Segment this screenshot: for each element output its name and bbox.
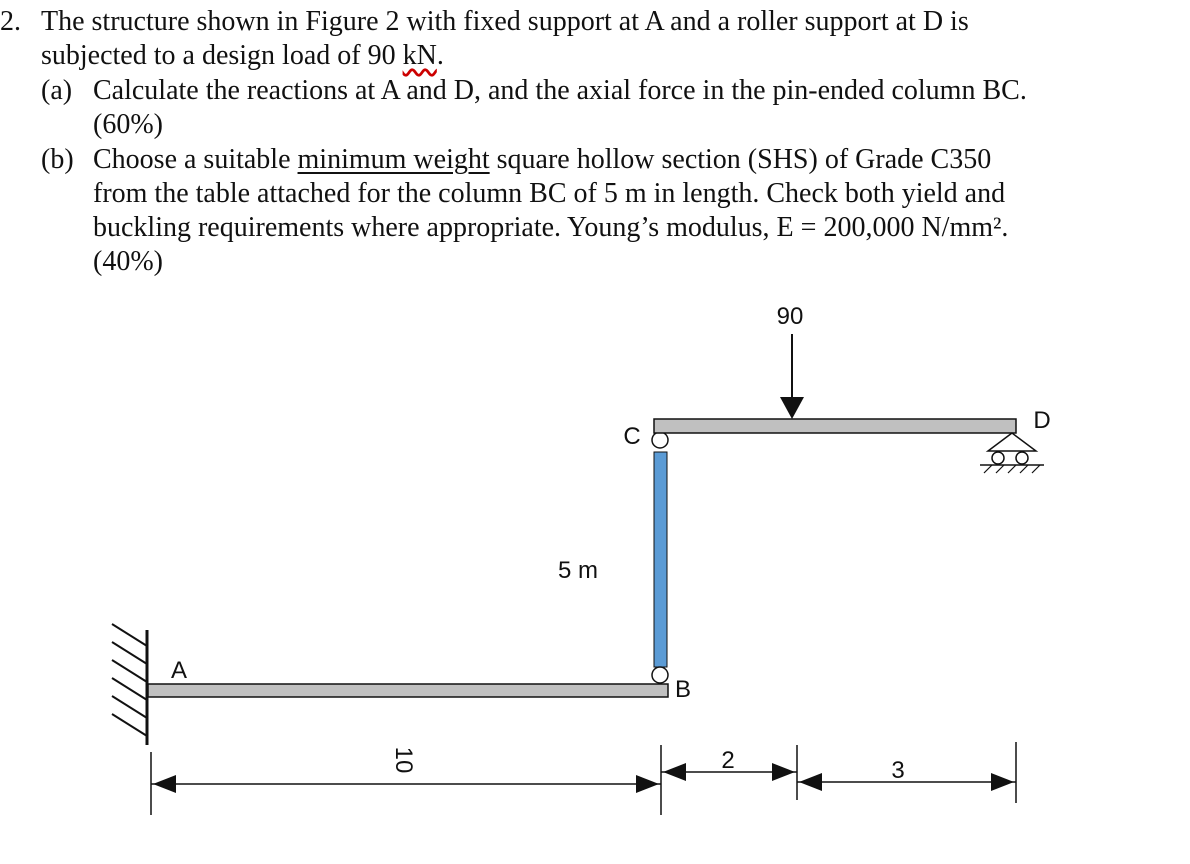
part-b-text-1: Choose a suitable bbox=[93, 144, 298, 175]
part-b-line-3: buckling requirements where appropriate.… bbox=[93, 212, 1009, 243]
question-intro-line-1: The structure shown in Figure 2 with fix… bbox=[41, 6, 969, 37]
part-a-line-1: Calculate the reactions at A and D, and … bbox=[93, 75, 1027, 106]
pin-c bbox=[651, 431, 669, 449]
intro-period: . bbox=[436, 40, 444, 71]
question-number: 2. bbox=[0, 6, 21, 37]
dimension-lines bbox=[150, 742, 1017, 815]
beam-cd bbox=[653, 418, 1017, 434]
pin-b bbox=[651, 666, 669, 684]
dimension-label-2: 2 bbox=[721, 747, 734, 774]
node-label-c: C bbox=[623, 423, 640, 450]
part-b-marks: (40%) bbox=[93, 246, 163, 277]
minimum-weight-underlined: minimum weight bbox=[297, 144, 490, 175]
part-b-text-2: square hollow section (SHS) of Grade C35… bbox=[489, 144, 992, 175]
unit-kn: kN bbox=[402, 40, 437, 71]
part-a-marker: (a) bbox=[41, 75, 73, 106]
node-label-a: A bbox=[171, 657, 187, 684]
dimension-label-10: 10 bbox=[390, 747, 417, 774]
intro-text: subjected to a design load of 90 bbox=[41, 40, 403, 71]
fixed-support-a bbox=[111, 623, 149, 745]
node-label-d: D bbox=[1033, 407, 1050, 434]
question-intro-line-2: subjected to a design load of 90 kN. bbox=[41, 39, 444, 73]
load-label: 90 bbox=[777, 303, 804, 330]
column-length-label: 5 m bbox=[558, 557, 598, 584]
beam-ab bbox=[147, 683, 669, 698]
dimension-label-3: 3 bbox=[891, 757, 904, 784]
roller-support-d bbox=[980, 432, 1044, 474]
part-b-line-2: from the table attached for the column B… bbox=[93, 178, 1006, 209]
part-b-line-1: Choose a suitable minimum weight square … bbox=[93, 143, 991, 177]
part-b-marker: (b) bbox=[41, 144, 74, 175]
node-label-b: B bbox=[675, 676, 691, 703]
column-bc bbox=[653, 451, 668, 668]
point-load-arrow bbox=[780, 334, 804, 419]
part-a-marks: (60%) bbox=[93, 109, 163, 140]
